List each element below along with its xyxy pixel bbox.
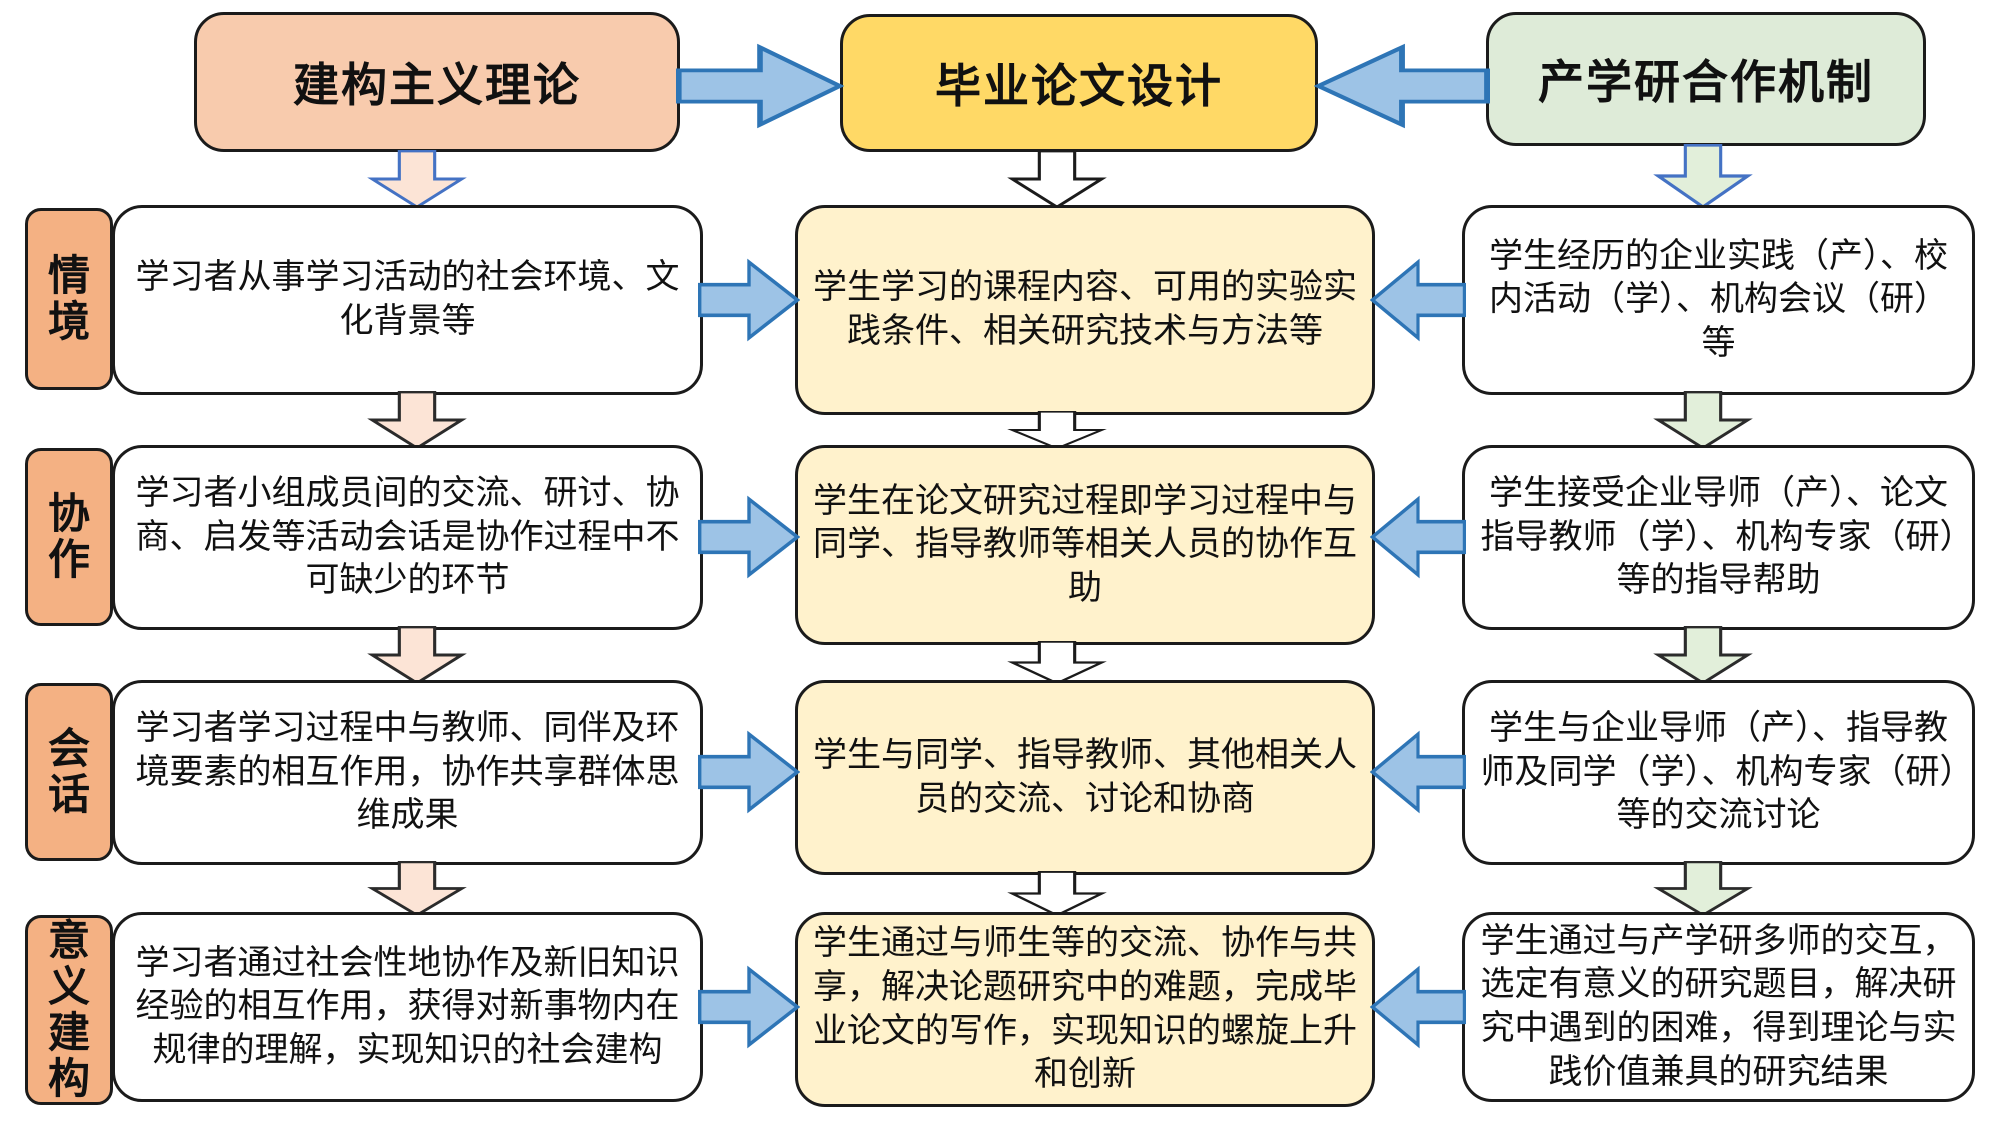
header-thesis-design: 毕业论文设计 [840, 14, 1318, 152]
cell-text: 学习者学习过程中与教师、同伴及环境要素的相互作用，协作共享群体思维成果 [135, 709, 680, 835]
arrow-right-icon [698, 495, 800, 579]
arrow-left-icon [1370, 258, 1466, 342]
cell-collaboration-thesis: 学生在论文研究过程即学习过程中与同学、指导教师等相关人员的协作互助 [795, 445, 1375, 645]
arrow-right-icon [676, 43, 844, 129]
header-constructivism-label: 建构主义理论 [293, 59, 581, 111]
arrow-down-icon [1653, 391, 1753, 449]
row-label-situation: 情 境 [25, 208, 113, 390]
cell-situation-constructivism: 学习者从事学习活动的社会环境、文化背景等 [112, 205, 703, 395]
cell-text: 学生与企业导师（产）、指导教师及同学（学）、机构专家（研）等的交流讨论 [1480, 709, 1957, 835]
cell-situation-industry: 学生经历的企业实践（产）、校内活动（学）、机构会议（研）等 [1462, 205, 1975, 395]
cell-text: 学生经历的企业实践（产）、校内活动（学）、机构会议（研）等 [1489, 236, 1948, 362]
arrow-down-icon [1007, 150, 1107, 208]
header-industry-label: 产学研合作机制 [1538, 56, 1874, 108]
cell-text: 学生通过与产学研多师的交互，选定有意义的研究题目，解决研究中遇到的困难，得到理论… [1480, 921, 1957, 1091]
cell-meaning-thesis: 学生通过与师生等的交流、协作与共享，解决论题研究中的难题，完成毕业论文的写作，实… [795, 912, 1375, 1107]
cell-text: 学习者从事学习活动的社会环境、文化背景等 [135, 258, 680, 340]
cell-conversation-constructivism: 学习者学习过程中与教师、同伴及环境要素的相互作用，协作共享群体思维成果 [112, 680, 703, 865]
arrow-down-icon [1653, 626, 1753, 684]
cell-text: 学习者通过社会性地协作及新旧知识经验的相互作用，获得对新事物内在规律的理解，实现… [135, 943, 680, 1069]
header-industry-cooperation: 产学研合作机制 [1486, 12, 1926, 146]
arrow-down-icon [367, 391, 467, 449]
cell-meaning-industry: 学生通过与产学研多师的交互，选定有意义的研究题目，解决研究中遇到的困难，得到理论… [1462, 912, 1975, 1102]
arrow-right-icon [698, 730, 800, 814]
arrow-down-icon [367, 150, 467, 208]
row-label-meaning-construction: 意 义 建 构 [25, 915, 113, 1105]
cell-conversation-industry: 学生与企业导师（产）、指导教师及同学（学）、机构专家（研）等的交流讨论 [1462, 680, 1975, 865]
header-thesis-label: 毕业论文设计 [935, 60, 1223, 112]
header-constructivism-theory: 建构主义理论 [194, 12, 680, 152]
arrow-left-icon [1314, 43, 1490, 129]
arrow-down-icon [1007, 411, 1107, 449]
cell-text: 学生在论文研究过程即学习过程中与同学、指导教师等相关人员的协作互助 [813, 481, 1357, 607]
arrow-left-icon [1370, 965, 1466, 1049]
arrow-down-icon [1007, 641, 1107, 684]
arrow-down-icon [367, 861, 467, 916]
arrow-down-icon [1653, 144, 1753, 208]
arrow-down-icon [1653, 861, 1753, 916]
row-label-collaboration: 协 作 [25, 448, 113, 626]
cell-situation-thesis: 学生学习的课程内容、可用的实验实践条件、相关研究技术与方法等 [795, 205, 1375, 415]
cell-text: 学习者小组成员间的交流、研讨、协商、启发等活动会话是协作过程中不可缺少的环节 [135, 474, 680, 600]
cell-text: 学生学习的课程内容、可用的实验实践条件、相关研究技术与方法等 [813, 268, 1357, 350]
cell-meaning-constructivism: 学习者通过社会性地协作及新旧知识经验的相互作用，获得对新事物内在规律的理解，实现… [112, 912, 703, 1102]
row-label-conversation: 会 话 [25, 683, 113, 861]
arrow-left-icon [1370, 730, 1466, 814]
arrow-left-icon [1370, 495, 1466, 579]
arrow-right-icon [698, 965, 800, 1049]
arrow-down-icon [1007, 871, 1107, 916]
arrow-right-icon [698, 258, 800, 342]
cell-collaboration-constructivism: 学习者小组成员间的交流、研讨、协商、启发等活动会话是协作过程中不可缺少的环节 [112, 445, 703, 630]
cell-conversation-thesis: 学生与同学、指导教师、其他相关人员的交流、讨论和协商 [795, 680, 1375, 875]
cell-text: 学生通过与师生等的交流、协作与共享，解决论题研究中的难题，完成毕业论文的写作，实… [813, 924, 1357, 1094]
cell-text: 学生与同学、指导教师、其他相关人员的交流、讨论和协商 [813, 735, 1357, 818]
arrow-down-icon [367, 626, 467, 684]
cell-text: 学生接受企业导师（产）、论文指导教师（学）、机构专家（研）等的指导帮助 [1480, 474, 1957, 600]
cell-collaboration-industry: 学生接受企业导师（产）、论文指导教师（学）、机构专家（研）等的指导帮助 [1462, 445, 1975, 630]
